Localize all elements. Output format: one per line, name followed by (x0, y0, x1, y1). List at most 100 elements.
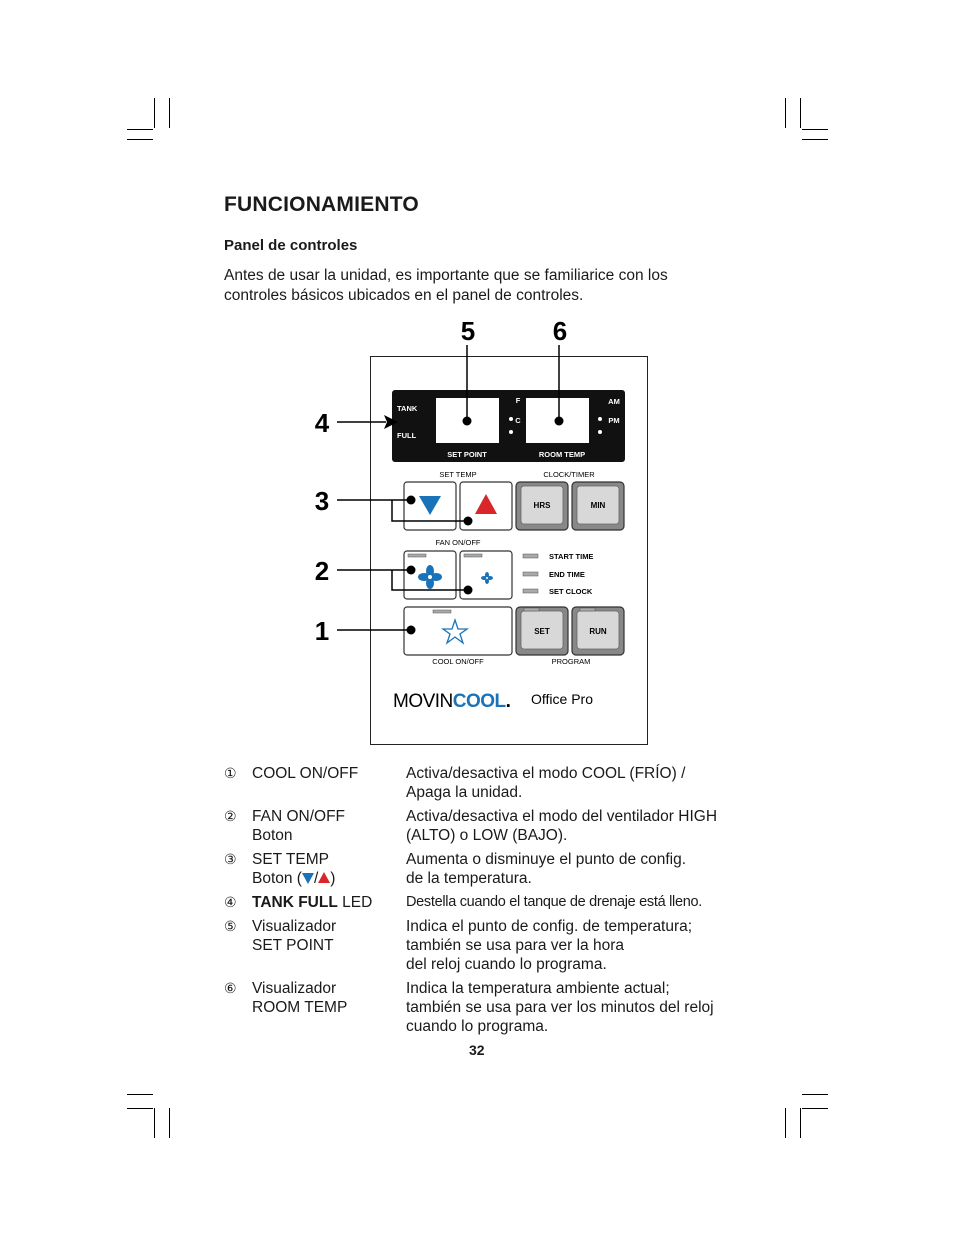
crop-mark (785, 98, 786, 128)
cool-on-off-label: COOL ON/OFF (432, 657, 484, 666)
callout-2-dot (406, 565, 416, 575)
crop-mark (154, 98, 155, 128)
legend-description: Destella cuando el tanque de drenaje est… (406, 894, 702, 910)
callout-5-dot (462, 416, 472, 426)
fan-on-off-label: FAN ON/OFF (436, 538, 481, 547)
callout-5: 5 (461, 316, 475, 346)
display-strip (392, 390, 625, 462)
legend-description: Activa/desactiva el modo del ventilador … (406, 808, 718, 844)
fahrenheit-label: F (516, 396, 521, 405)
callout-6: 6 (553, 316, 567, 346)
crop-mark (802, 1094, 828, 1095)
callout-3-dot (406, 495, 416, 505)
crop-mark (127, 139, 153, 140)
legend-number: ④ (224, 894, 237, 910)
tank-label: TANK (397, 404, 418, 413)
cool-on-off-button[interactable] (403, 606, 513, 656)
callout-3-dot-2 (463, 516, 473, 526)
arrow-up-icon (318, 872, 331, 883)
run-label: RUN (589, 627, 607, 636)
set-led (523, 607, 540, 612)
end-time-label: END TIME (549, 570, 585, 579)
set-button-face (520, 610, 564, 650)
start-time-led (522, 553, 539, 559)
legend-description: Aumenta o disminuye el punto de config.d… (406, 851, 687, 887)
hrs-label: HRS (534, 501, 552, 510)
legend-item: ④ TANK FULL LED Destella cuando el tanqu… (224, 893, 744, 917)
room-temp-label: ROOM TEMP (539, 450, 585, 459)
brand-logo: MOVINCOOL. (393, 691, 510, 712)
intro-paragraph: Antes de usar la unidad, es importante q… (224, 267, 668, 304)
crop-mark (785, 1108, 786, 1138)
legend-label: TANK FULL LED (252, 894, 373, 911)
legend-label: COOL ON/OFF (252, 765, 359, 782)
model-name: Office Pro (531, 691, 593, 707)
set-clock-label: SET CLOCK (549, 587, 593, 596)
legend-number: ⑥ (224, 980, 237, 996)
crop-mark (127, 1094, 153, 1095)
callout-1: 1 (315, 616, 329, 646)
legend-number: ② (224, 808, 237, 824)
fan-high-led (407, 553, 427, 558)
crop-mark (127, 1108, 153, 1109)
callout-6-dot (554, 416, 564, 426)
callout-1-dot (406, 625, 416, 635)
crop-mark (800, 98, 801, 128)
callout-2-dot-2 (463, 585, 473, 595)
set-label: SET (534, 627, 550, 636)
start-time-label: START TIME (549, 552, 593, 561)
controls-legend: ① COOL ON/OFF Activa/desactiva el modo C… (224, 764, 744, 1039)
snowflake-icon (440, 617, 470, 645)
page-heading: FUNCIONAMIENTO (224, 193, 419, 216)
f-led (509, 417, 513, 421)
crop-mark (800, 1108, 801, 1138)
pm-led (598, 430, 602, 434)
legend-description: Indica la temperatura ambiente actual;ta… (406, 980, 714, 1035)
fan-low-led (463, 553, 483, 558)
arrow-up-icon (475, 494, 497, 514)
section-subheading: Panel de controles (224, 237, 358, 254)
legend-description: Activa/desactiva el modo COOL (FRÍO) /Ap… (406, 765, 686, 801)
crop-mark (127, 129, 153, 130)
clock-timer-label: CLOCK/TIMER (543, 470, 595, 479)
legend-number: ⑤ (224, 918, 237, 934)
set-temp-label: SET TEMP (439, 470, 476, 479)
legend-item: ① COOL ON/OFF Activa/desactiva el modo C… (224, 764, 744, 807)
legend-description: Indica el punto de config. de temperatur… (406, 918, 693, 973)
crop-mark (154, 1108, 155, 1138)
arrow-down-icon (301, 873, 314, 884)
celsius-label: C (515, 416, 521, 425)
am-led (598, 417, 602, 421)
crop-mark (802, 139, 828, 140)
crop-mark (802, 1108, 828, 1109)
am-label: AM (608, 397, 620, 406)
end-time-led (522, 571, 539, 577)
callout-3-branch (391, 500, 468, 522)
crop-mark (169, 98, 170, 128)
cool-led (432, 609, 452, 614)
fan-low-icon (481, 572, 493, 584)
min-button-face (576, 485, 620, 525)
fan-high-icon (418, 565, 442, 589)
callout-2: 2 (315, 556, 329, 586)
callout-4-arrow (384, 415, 398, 429)
full-label: FULL (397, 431, 417, 440)
callout-4: 4 (315, 408, 330, 438)
crop-mark (802, 129, 828, 130)
arrow-down-icon (419, 496, 441, 515)
callout-3: 3 (315, 486, 329, 516)
program-label: PROGRAM (552, 657, 591, 666)
legend-number: ③ (224, 851, 237, 867)
set-clock-led (522, 588, 539, 594)
callout-2-branch (391, 570, 468, 591)
legend-number: ① (224, 765, 237, 781)
set-point-label: SET POINT (447, 450, 487, 459)
page-number: 32 (469, 1042, 485, 1058)
